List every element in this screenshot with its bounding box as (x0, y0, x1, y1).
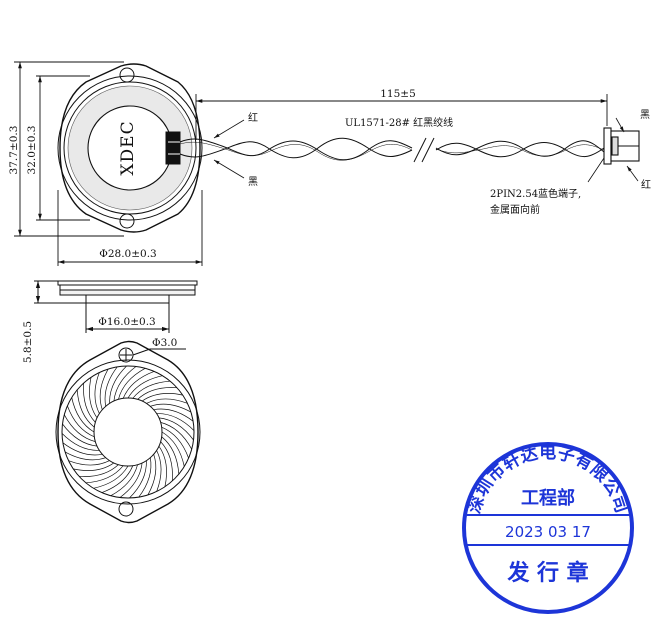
spoke-line (67, 405, 95, 438)
spoke-line (83, 382, 96, 423)
spoke-line (158, 445, 167, 487)
spoke-line (61, 433, 100, 451)
seal-department: 工程部 (521, 487, 575, 509)
spoke-line (146, 398, 188, 404)
spoke-line (138, 457, 152, 498)
dimension-diameter-magnet: Φ16.0±0.3 (98, 316, 155, 328)
spoke-line (161, 436, 180, 475)
spoke-line (64, 451, 106, 461)
leader-lines (213, 117, 639, 183)
spoke-line (94, 372, 100, 414)
spoke-line (160, 441, 173, 482)
spoke-line (89, 377, 98, 419)
cable-length-dimension (195, 94, 608, 140)
back-view-spokes (61, 365, 195, 499)
spoke-line (101, 465, 134, 493)
spoke-line (127, 375, 163, 399)
connector-spec-line1: 2PIN2.54蓝色端子, (490, 187, 581, 200)
seal-label: 发 行 章 (506, 560, 588, 586)
twisted-cable (179, 137, 605, 163)
connector-label-red: 红 (641, 178, 651, 191)
spoke-line (147, 454, 157, 496)
spoke-line (156, 413, 195, 431)
diameter-dimension-lines (57, 190, 203, 266)
spoke-line (158, 417, 194, 441)
spoke-line (85, 465, 124, 484)
spoke-line (78, 464, 119, 477)
seal-date: 2023 03 17 (505, 523, 591, 541)
connector-spec-line2: 金属面向前 (490, 203, 540, 216)
spoke-line (113, 366, 137, 402)
spoke-line (73, 462, 115, 471)
wire-label-black: 黑 (248, 176, 258, 188)
vertical-dimension-lines (14, 61, 124, 237)
spoke-line (63, 414, 96, 442)
spoke-line (132, 380, 171, 399)
brand-mark: XDEC (118, 120, 138, 175)
spoke-line (137, 387, 178, 400)
spoke-line (99, 368, 109, 410)
spoke-line (156, 450, 162, 492)
spoke-line (110, 464, 138, 497)
spoke-line (153, 408, 194, 422)
speaker-top-view (57, 63, 203, 233)
spoke-line (109, 365, 127, 404)
dimension-thickness: 5.8±0.5 (22, 321, 34, 363)
dimension-hole: Φ3.0 (152, 337, 177, 349)
spoke-line (141, 393, 183, 402)
speaker-side-view (34, 280, 198, 333)
spoke-line (93, 465, 129, 489)
dimension-cable-length: 115±5 (380, 88, 416, 100)
spoke-line (71, 397, 95, 433)
connector-label-black: 黑 (640, 109, 650, 121)
spoke-line (161, 431, 185, 467)
spoke-line (129, 460, 147, 499)
spoke-line (119, 462, 143, 498)
dimension-height-inner: 32.0±0.3 (26, 126, 38, 175)
connector-2pin (603, 127, 640, 165)
speaker-back-view (55, 340, 201, 524)
spoke-line (118, 367, 146, 400)
cable-spec: UL1571-28# 红黑绞线 (345, 116, 453, 129)
spoke-line (150, 403, 192, 413)
dimension-height-outer: 37.7±0.3 (8, 126, 20, 175)
spoke-line (62, 423, 98, 447)
spoke-line (68, 460, 110, 466)
spoke-line (104, 366, 118, 407)
company-seal: 深圳市轩达电子有限公司 工程部 2023 03 17 发 行 章 (462, 442, 634, 614)
spoke-line (76, 389, 95, 428)
spoke-line (122, 371, 155, 399)
spoke-line (62, 442, 103, 456)
wire-label-red: 红 (248, 111, 258, 124)
spoke-line (161, 426, 189, 459)
dimension-diameter-outer: Φ28.0±0.3 (99, 248, 156, 260)
spoke-line (160, 422, 193, 450)
